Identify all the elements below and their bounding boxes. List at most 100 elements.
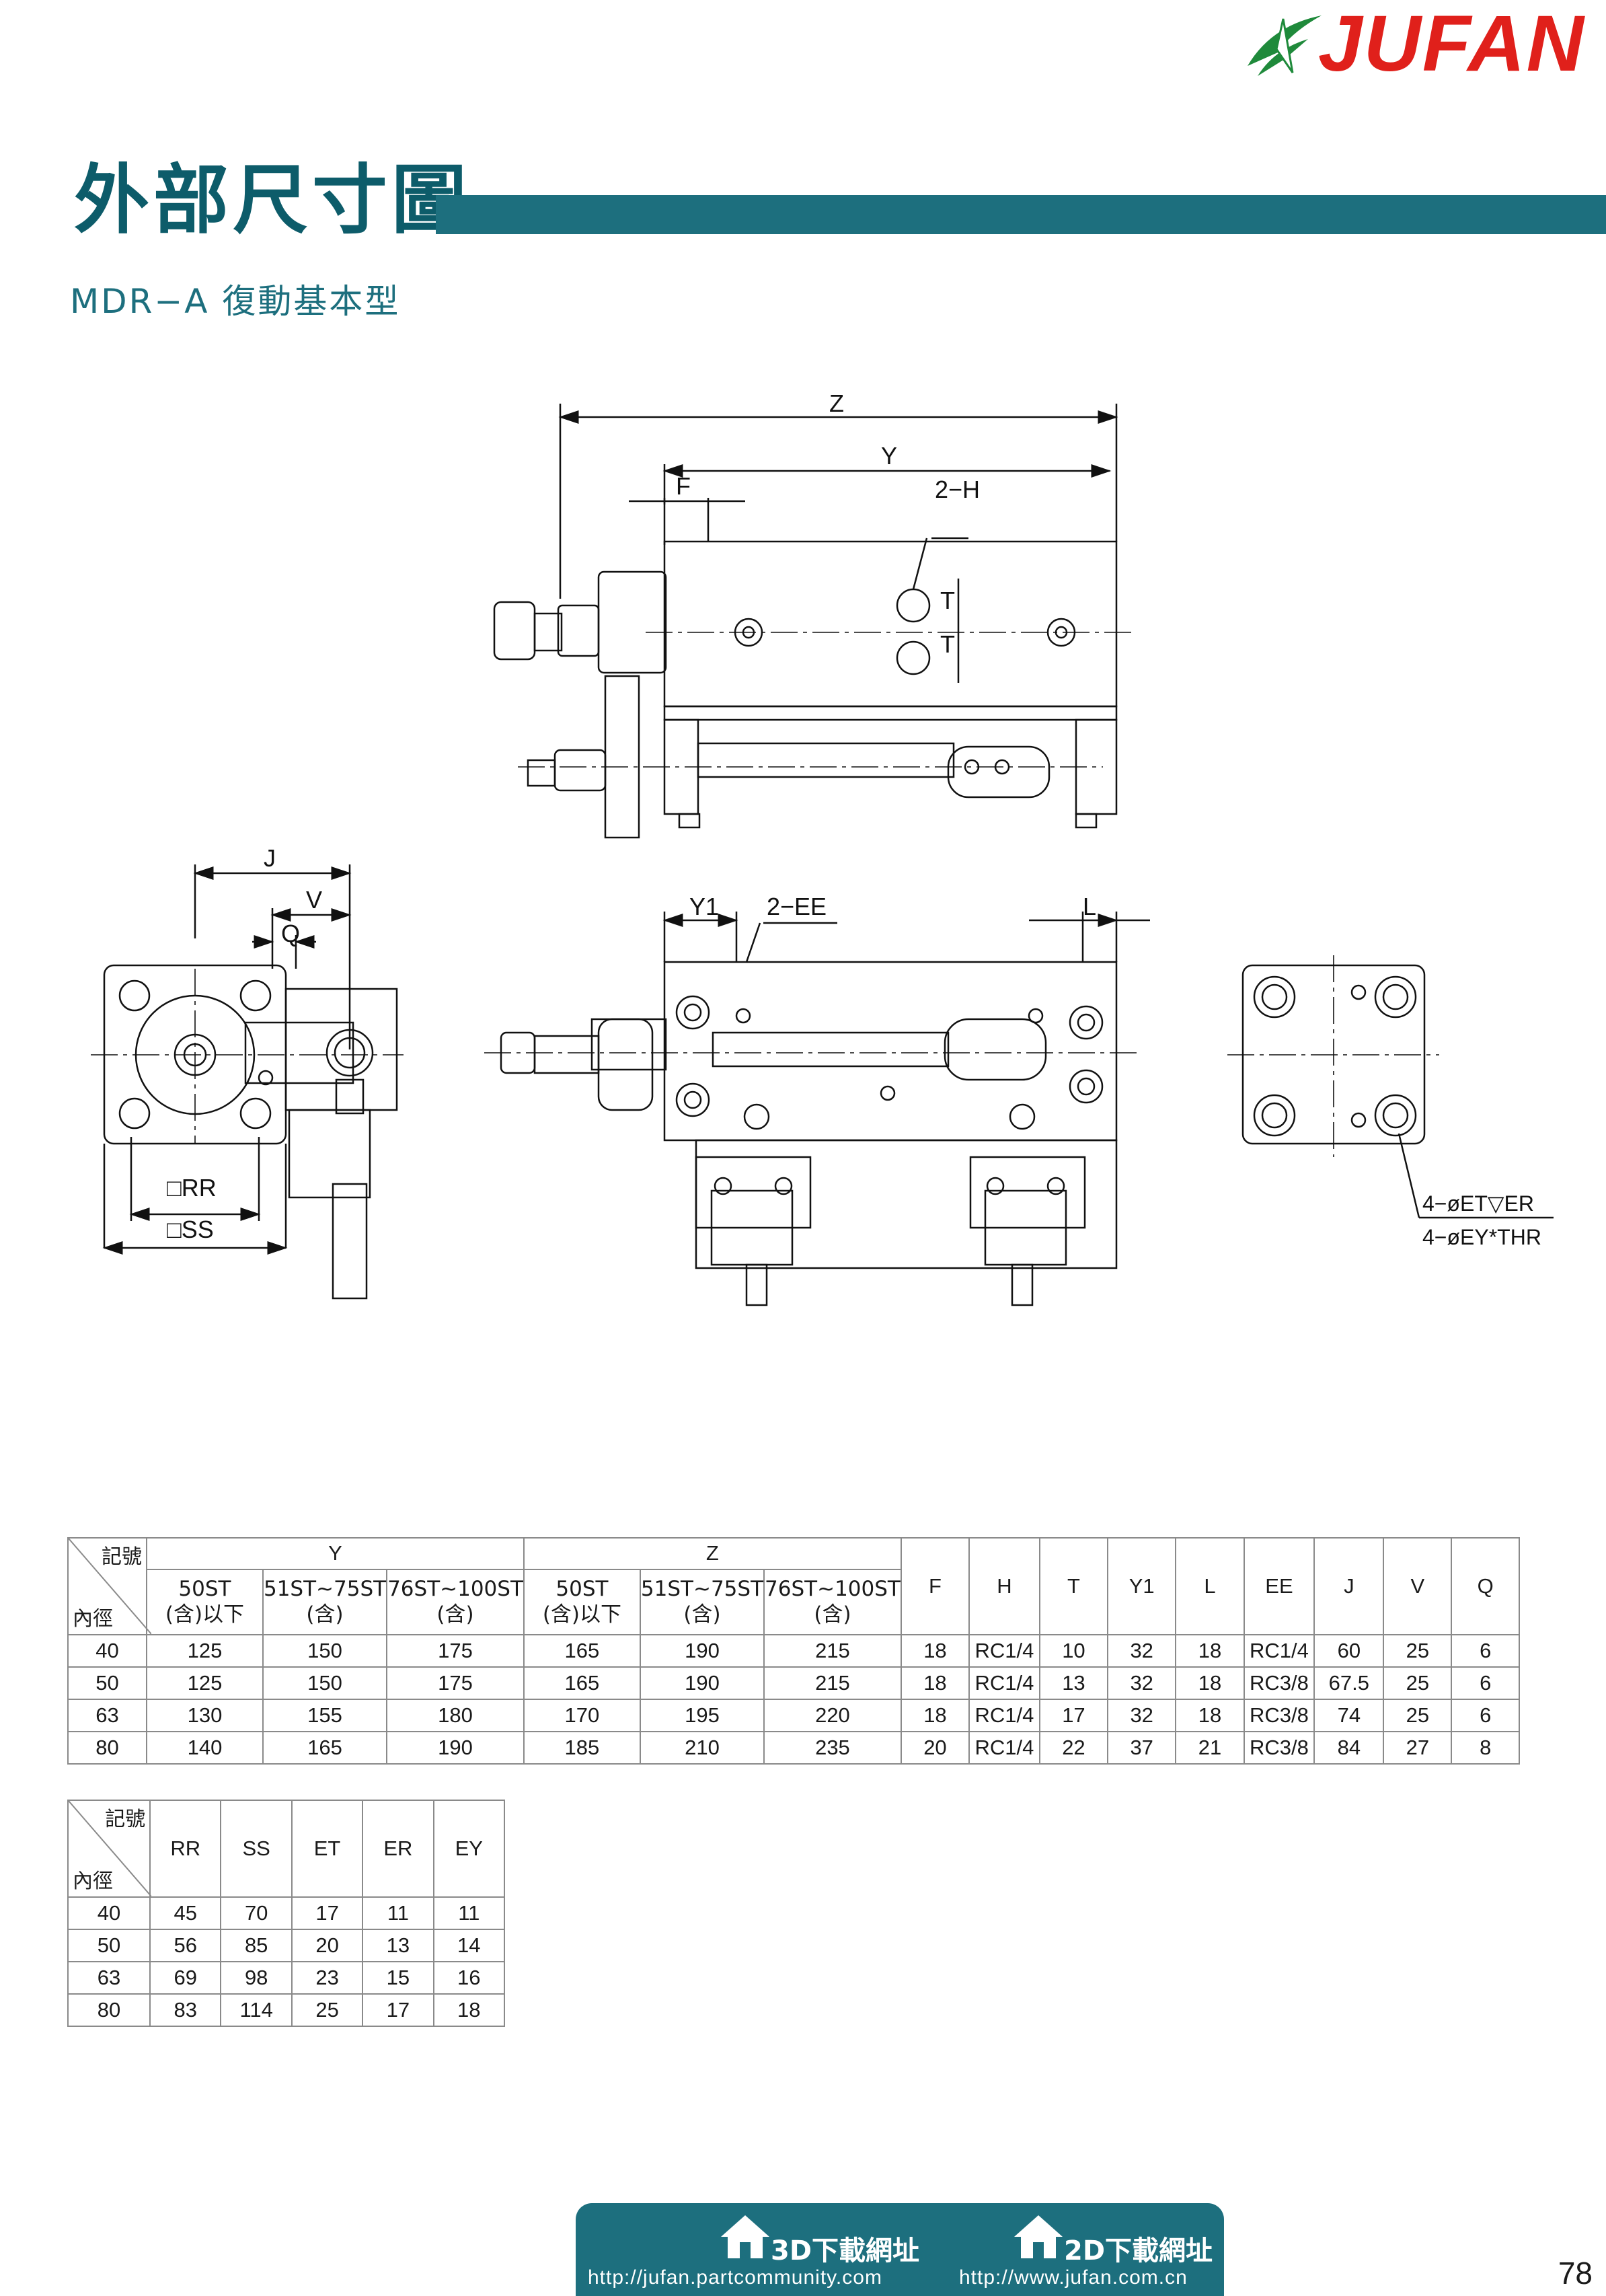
table-cell: 13 [362,1929,434,1962]
table-cell: 18 [900,1666,970,1700]
table-cell: 15 [362,1961,434,1995]
table-cell: 190 [639,1634,765,1668]
sub-header: 76ST~100ST (含) [386,1568,525,1636]
col-header: J [1313,1537,1385,1635]
page-subtitle: MDR−A 復動基本型 [70,282,401,321]
sub-header: 50ST (含)以下 [523,1568,641,1636]
table-cell: 13 [1038,1666,1109,1700]
col-header: EE [1243,1537,1315,1635]
table-cell: 215 [763,1666,902,1700]
col-header: V [1383,1537,1453,1635]
table-cell: 175 [386,1634,525,1668]
corner-label-bore: 內徑 [73,1869,113,1893]
table-cell: 20 [900,1731,970,1765]
col-header: H [968,1537,1040,1635]
dimension-drawing: Z Y F 2−H T T Y1 2−EE L J V Q □RR □SS 4−… [91,390,1554,1306]
table-cell: 165 [523,1666,641,1700]
dim-label-ss: □SS [167,1216,214,1243]
table-corner-cell: 記號 內徑 [67,1800,151,1898]
table-cell: 130 [145,1699,264,1732]
table-cell: 18 [900,1699,970,1732]
group-header-z: Z [523,1537,902,1570]
table-cell: 60 [1313,1634,1385,1668]
sub-header: 51ST~75ST (含) [639,1568,765,1636]
table-cell: RC1/4 [968,1731,1040,1765]
table-cell: 190 [639,1666,765,1700]
table-cell: 190 [386,1731,525,1765]
table-cell: 165 [262,1731,388,1765]
dim-label-h: 2−H [935,476,980,503]
table-cell: 155 [262,1699,388,1732]
dim-label-rr: □RR [167,1174,217,1201]
house-icon [721,2215,769,2258]
dim-label-y: Y [881,442,897,470]
table-cell: 180 [386,1699,525,1732]
dim-label-t1: T [940,587,955,614]
table-cell: 125 [145,1634,264,1668]
table-cell: 56 [149,1929,222,1962]
row-bore-cell: 50 [67,1666,147,1700]
corner-label-code: 記號 [101,1545,142,1569]
col-header: Y1 [1106,1537,1177,1635]
col-header: EY [432,1800,506,1898]
table-cell: 17 [1038,1699,1109,1732]
table-cell: 20 [291,1929,364,1962]
corner-label-code: 記號 [105,1808,146,1831]
table-cell: 215 [763,1634,902,1668]
dim-label-q: Q [281,920,300,947]
row-bore-cell: 50 [67,1929,151,1962]
table-cell: 11 [362,1896,434,1930]
dim-label-l: L [1083,893,1096,920]
table-cell: 125 [145,1666,264,1700]
table-cell: 17 [362,1993,434,2027]
dim-label-f: F [676,472,691,500]
row-bore-cell: 40 [67,1634,147,1668]
table-cell: RC3/8 [1243,1731,1315,1765]
download-banner: 3D下載網址 http://jufan.partcommunity.com 2D… [576,2203,1224,2296]
table-cell: RC1/4 [968,1634,1040,1668]
download-2d-url[interactable]: http://www.jufan.com.cn [959,2266,1188,2289]
download-3d-url[interactable]: http://jufan.partcommunity.com [588,2266,882,2289]
side-view [91,864,404,1300]
table-cell: 74 [1313,1699,1385,1732]
table-cell: 165 [523,1634,641,1668]
table-cell: 18 [432,1993,506,2027]
table-cell: 6 [1451,1666,1520,1700]
table-cell: 18 [1175,1666,1245,1700]
table-cell: 18 [1175,1699,1245,1732]
col-header: Q [1451,1537,1520,1635]
table-cell: RC1/4 [968,1699,1040,1732]
table-cell: 10 [1038,1634,1109,1668]
dimension-table-main: 記號 內徑 Y Z F H T Y1 L EE J V Q 50ST (含)以下… [67,1537,1520,1765]
table-cell: 175 [386,1666,525,1700]
table-cell: 85 [220,1929,293,1962]
table-cell: 210 [639,1731,765,1765]
col-header: ET [291,1800,364,1898]
table-cell: 37 [1106,1731,1177,1765]
rear-view [1227,955,1554,1219]
table-cell: 8 [1451,1731,1520,1765]
table-cell: RC1/4 [1243,1634,1315,1668]
download-3d-link[interactable]: 3D下載網址 [771,2235,920,2266]
table-cell: 23 [291,1961,364,1995]
download-2d-link[interactable]: 2D下載網址 [1064,2235,1213,2266]
front-view [484,912,1150,1306]
corner-label-bore: 內徑 [73,1607,113,1631]
dim-label-ee: 2−EE [767,893,827,920]
table-cell: 195 [639,1699,765,1732]
table-cell: 17 [291,1896,364,1930]
table-cell: 98 [220,1961,293,1995]
col-header: T [1038,1537,1109,1635]
sub-header: 51ST~75ST (含) [262,1568,388,1636]
house-icon [1014,2215,1063,2258]
dim-label-y1: Y1 [689,893,719,920]
table-cell: 25 [1383,1634,1453,1668]
